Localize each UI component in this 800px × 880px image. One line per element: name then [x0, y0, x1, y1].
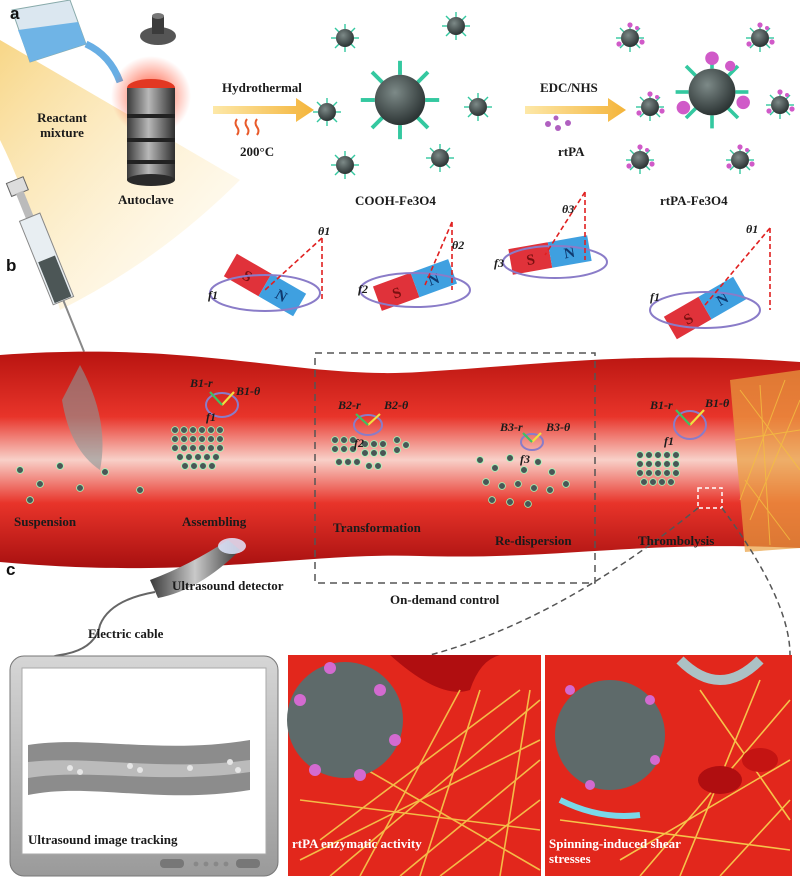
shear-label: Spinning-induced shear stresses [549, 836, 681, 866]
blood-vessel [0, 351, 800, 569]
magnet-3-angle: θ3 [562, 202, 575, 216]
panel-label-b: b [6, 256, 17, 275]
reactant-mixture-label: Reactant mixture [37, 110, 87, 140]
field-3-theta: B3-θ [546, 420, 571, 434]
magnet-1: SN [223, 253, 307, 317]
hydrothermal-label: Hydrothermal [222, 80, 302, 95]
magnet-2: SN [372, 259, 458, 311]
ultrasound-detector-label: Ultrasound detector [172, 578, 284, 593]
ultrasound-tracking-label: Ultrasound image tracking [28, 832, 178, 847]
zoom-panel-shear [545, 655, 792, 877]
enzymatic-label: rtPA enzymatic activity [292, 836, 422, 851]
syringe-icon [5, 176, 85, 353]
magnet-4-angle: θ1 [746, 222, 759, 236]
ultrasound-detector-icon [150, 538, 246, 598]
edc-nhs-label: EDC/NHS [540, 80, 598, 95]
magnet-4: SN [663, 276, 747, 340]
field-4-theta: B1-θ [705, 396, 730, 410]
field-1-r: B1-r [190, 376, 213, 390]
field-2-theta: B2-θ [384, 398, 409, 412]
magnet-3-frequency: f3 [494, 256, 504, 270]
stage-suspension: Suspension [14, 514, 77, 529]
autoclave-icon [111, 56, 191, 186]
rtpa-particles [616, 22, 795, 174]
stage-thrombolysis: Thrombolysis [638, 533, 715, 548]
svg-text:S: S [525, 252, 536, 269]
ultrasound-monitor [9, 655, 279, 877]
rotation-arrows [209, 245, 761, 329]
field-4-f: f1 [664, 434, 674, 448]
field-2-f: f2 [354, 436, 364, 450]
magnet-1-frequency: f1 [208, 288, 218, 302]
fibrin-in-vessel [734, 379, 800, 546]
field-rotation-icons [205, 392, 707, 451]
field-3-f: f3 [520, 452, 530, 466]
magnet-2-angle: θ2 [452, 238, 465, 252]
on-demand-box [314, 352, 596, 584]
field-4-r: B1-r [650, 398, 673, 412]
cooh-particles [312, 11, 493, 180]
rtpa-label: rtPA [558, 144, 585, 159]
field-1-theta: B1-θ [236, 384, 261, 398]
arrow-edc [525, 98, 626, 122]
field-1-f: f1 [206, 410, 216, 424]
cooh-fe3o4-label: COOH-Fe3O4 [355, 193, 436, 208]
svg-text:N: N [563, 245, 577, 263]
zoom-panel-enzymatic [287, 655, 541, 877]
svg-text:N: N [426, 271, 442, 290]
theta-lines [264, 191, 771, 310]
stage-redispersion: Re-dispersion [495, 533, 572, 548]
field-2-r: B2-r [338, 398, 361, 412]
stage-assembling: Assembling [182, 514, 247, 529]
autoclave-lid-icon [140, 13, 176, 45]
rtpa-fe3o4-label: rtPA-Fe3O4 [660, 193, 728, 208]
magnet-1-angle: θ1 [318, 224, 331, 238]
autoclave-label: Autoclave [118, 192, 174, 207]
magnet-4-frequency: f1 [650, 290, 660, 304]
light-beam [0, 40, 240, 310]
field-3-r: B3-r [500, 420, 523, 434]
electric-cable-label: Electric cable [88, 626, 164, 641]
zoom-marker [697, 487, 723, 509]
rtpa-icon [545, 115, 571, 131]
injection-stream [62, 365, 103, 470]
beaker-icon [11, 0, 124, 84]
stage-transformation: Transformation [333, 520, 421, 535]
panel-label-a: a [10, 4, 20, 23]
on-demand-label: On-demand control [390, 592, 500, 607]
magnet-2-frequency: f2 [358, 282, 368, 296]
heat-icon [234, 118, 260, 136]
temperature-label: 200°C [240, 144, 275, 159]
arrow-hydrothermal [213, 98, 314, 122]
field-vectors [209, 391, 705, 443]
panel-label-c: c [6, 560, 16, 579]
